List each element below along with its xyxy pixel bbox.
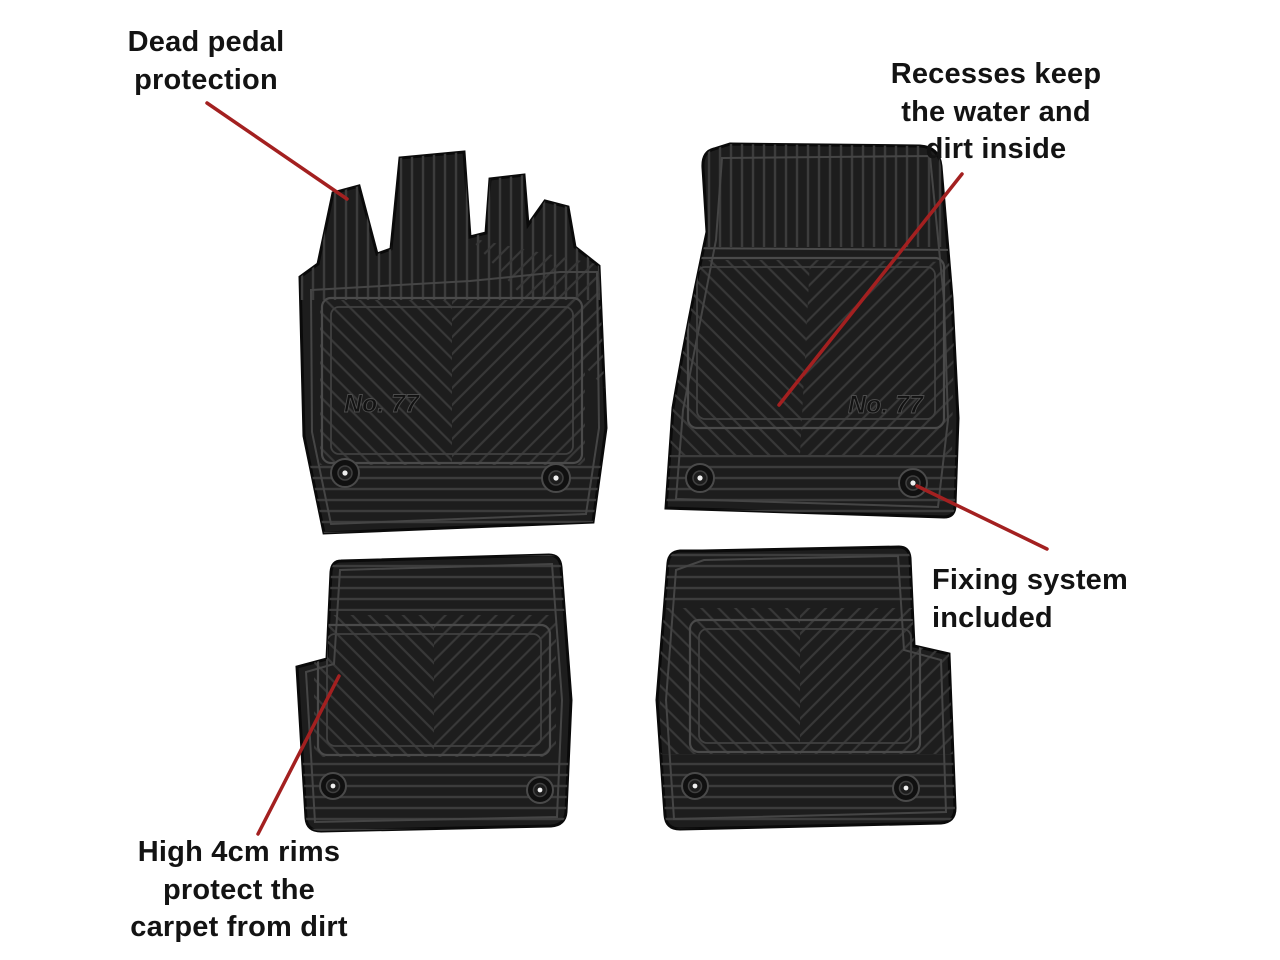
fixing-grommet xyxy=(892,774,920,802)
callout-text: Recesses keep xyxy=(890,58,1102,90)
fixing-grommet xyxy=(541,463,571,493)
mat-rear-left xyxy=(295,553,573,833)
brand-embossed-label: No. 77 xyxy=(848,391,924,419)
leader-line-recesses xyxy=(777,172,964,407)
callout-text: protection xyxy=(134,63,278,96)
callout-text: dirt inside xyxy=(925,133,1067,166)
ribbed-texture xyxy=(666,144,958,247)
leader-line-dead-pedal xyxy=(205,101,349,201)
mat-rim-line xyxy=(664,554,948,821)
callout-dead-pedal: Dead pedal protection xyxy=(108,24,304,99)
mat-rear-right xyxy=(655,545,957,831)
callout-text: High 4cm rims xyxy=(137,836,341,868)
fixing-grommet xyxy=(319,772,347,800)
fixing-grommet xyxy=(898,468,928,498)
callout-text: Fixing system xyxy=(932,564,1128,596)
callout-recesses: Recesses keep the water and dirt inside xyxy=(876,56,1116,169)
fixing-grommet xyxy=(681,772,709,800)
callout-text: the water and xyxy=(901,95,1091,128)
ribbed-texture xyxy=(657,547,955,604)
mat-rim-line xyxy=(309,271,601,526)
mat-front-left: No. 77 xyxy=(298,150,608,535)
callout-text: protect the xyxy=(162,873,316,906)
mat-front-right: No. 77 xyxy=(664,142,960,519)
callout-text: Dead pedal xyxy=(127,26,285,58)
fixing-grommet xyxy=(330,458,360,488)
leader-line-fixing-system xyxy=(915,484,1049,551)
fixing-grommet xyxy=(526,776,554,804)
callout-text: carpet from dirt xyxy=(130,911,348,944)
leader-line-high-rims xyxy=(256,674,341,836)
callout-text: included xyxy=(932,601,1053,634)
callout-high-rims: High 4cm rims protect the carpet from di… xyxy=(100,834,378,947)
callout-fixing-system: Fixing system included xyxy=(932,562,1162,637)
mat-rim-line xyxy=(674,154,950,509)
fixing-grommet xyxy=(685,463,715,493)
mat-rim-line xyxy=(304,562,564,824)
brand-embossed-label: No. 77 xyxy=(344,390,420,418)
